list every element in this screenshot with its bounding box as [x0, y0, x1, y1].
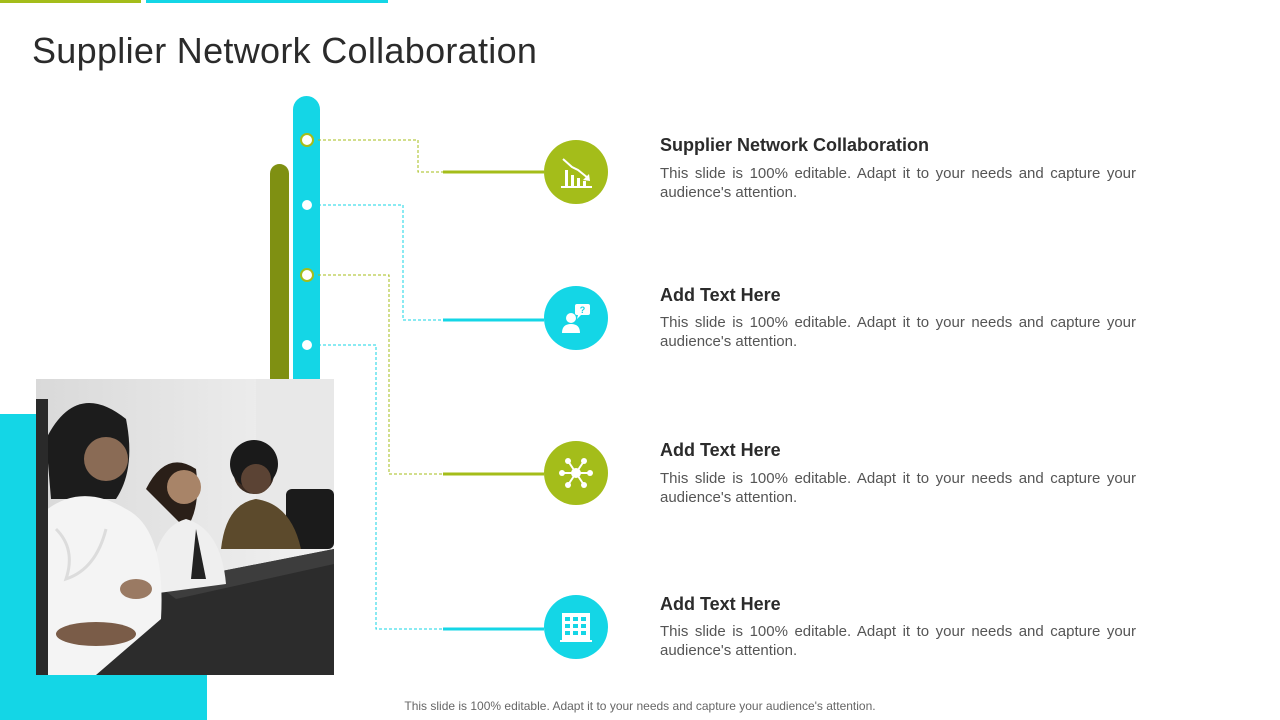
bar-chart-decline-icon: [561, 158, 592, 188]
node-dot-4: [300, 338, 314, 352]
item-1-title: Supplier Network Collaboration: [660, 135, 930, 155]
item-2-title: Add Text Here: [660, 285, 781, 305]
item-4-icon-circle: [544, 595, 608, 659]
cyan-pillar: [293, 96, 320, 426]
svg-text:?: ?: [580, 305, 586, 315]
node-dot-3: [300, 268, 314, 282]
top-accent-bar-cyan: [146, 0, 388, 3]
footer-note: This slide is 100% editable. Adapt it to…: [404, 699, 876, 713]
slide-title: Supplier Network Collaboration: [32, 30, 538, 71]
network-hub-icon: [559, 458, 593, 488]
item-1-icon-circle: [544, 140, 608, 204]
item-1-description: This slide is 100% editable. Adapt it to…: [660, 165, 1136, 201]
olive-pillar: [270, 164, 289, 424]
item-2-icon-circle: ?: [544, 286, 608, 350]
item-4-description: This slide is 100% editable. Adapt it to…: [660, 623, 1136, 659]
meeting-photo: [36, 379, 334, 675]
top-accent-bar-olive: [0, 0, 141, 3]
item-3-icon-circle: [544, 441, 608, 505]
person-question-icon: ?: [562, 304, 590, 333]
item-3-description: This slide is 100% editable. Adapt it to…: [660, 470, 1136, 506]
node-dot-2: [300, 198, 314, 212]
item-2-description: This slide is 100% editable. Adapt it to…: [660, 314, 1136, 350]
item-3-title: Add Text Here: [660, 440, 781, 460]
meeting-photo-illustration: [36, 379, 334, 675]
node-dot-1: [300, 133, 314, 147]
building-grid-icon: [560, 613, 592, 642]
item-4-title: Add Text Here: [660, 594, 781, 614]
